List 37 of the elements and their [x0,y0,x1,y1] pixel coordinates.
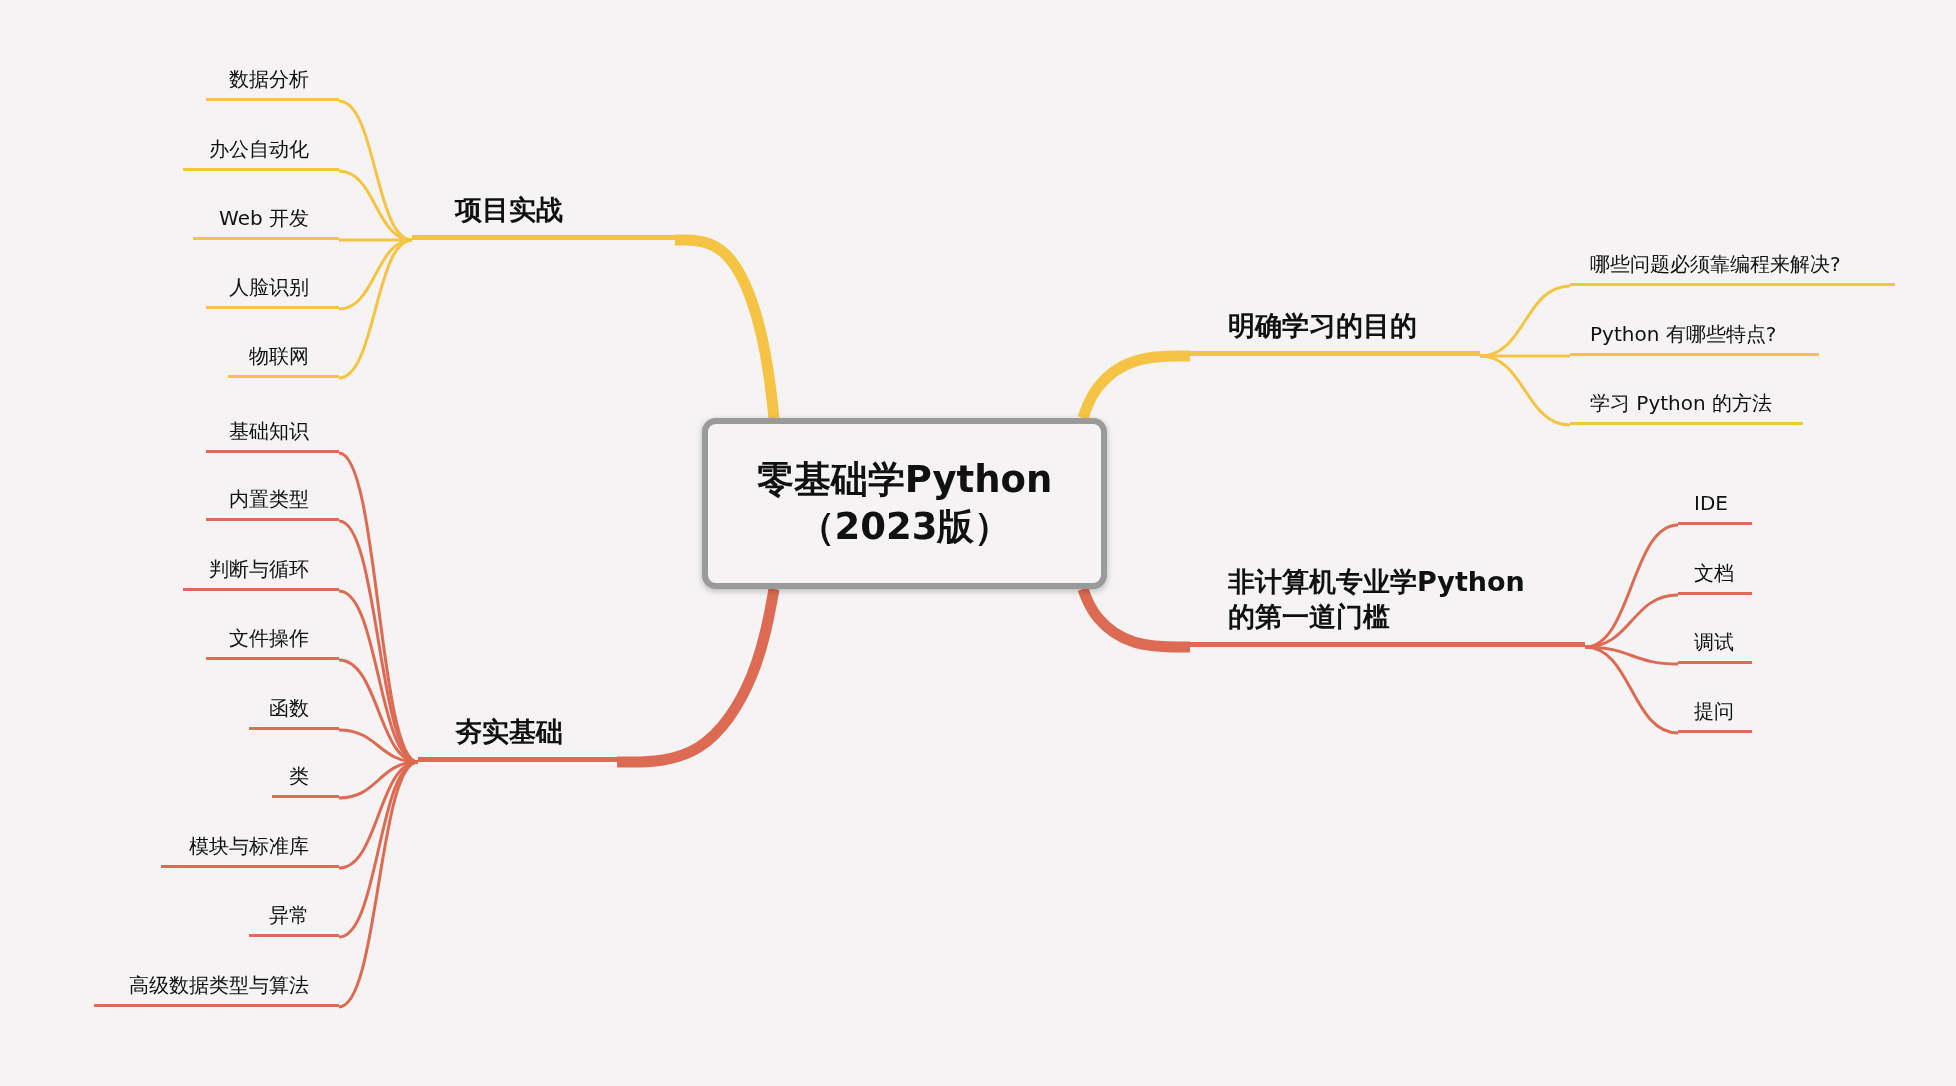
topic-text: 学习 Python 的方法 [1590,390,1773,417]
topic-text: 非计算机专业学Python 的第一道门槛 [1228,564,1526,634]
branch-line [1077,587,1190,653]
topic-text: 文件操作 [229,625,309,652]
topic-text: 办公自动化 [209,136,309,163]
topic-text: Python 有哪些特点? [1590,321,1777,348]
branch-line [617,588,780,768]
topic-text: 零基础学Python（2023版） [755,457,1054,550]
topic-text: 夯实基础 [455,714,563,749]
branch-line [675,234,780,419]
topic-text: 哪些问题必须靠编程来解决? [1590,251,1841,278]
branch-line [1584,645,1679,735]
topic-text: Web 开发 [219,205,309,232]
topic-text: 明确学习的目的 [1228,308,1417,343]
topic-text: 基础知识 [229,418,309,445]
topic-text: 文档 [1694,560,1734,587]
branch-line [1077,350,1190,420]
topic-text: 物联网 [249,343,309,370]
topic-text: 模块与标准库 [189,833,309,860]
topic-text: 调试 [1694,629,1734,656]
topic-text: 类 [289,763,309,790]
branch-line [1584,593,1679,649]
topic-text: 数据分析 [229,66,309,93]
topic-text: 内置类型 [229,486,309,513]
topic-text: 判断与循环 [209,556,309,583]
topic-text: 提问 [1694,698,1734,725]
topic-text: 高级数据类型与算法 [129,972,309,999]
topic-text: 人脸识别 [229,274,309,301]
branch-line [1479,354,1571,427]
branch-line [1479,284,1571,358]
central-topic-box [702,418,1107,589]
branch-line [338,169,413,242]
topic-text: IDE [1694,490,1728,517]
topic-text: 函数 [269,695,309,722]
branch-line [338,238,413,380]
topic-text: 项目实战 [455,192,563,227]
topic-text: 异常 [269,902,309,929]
